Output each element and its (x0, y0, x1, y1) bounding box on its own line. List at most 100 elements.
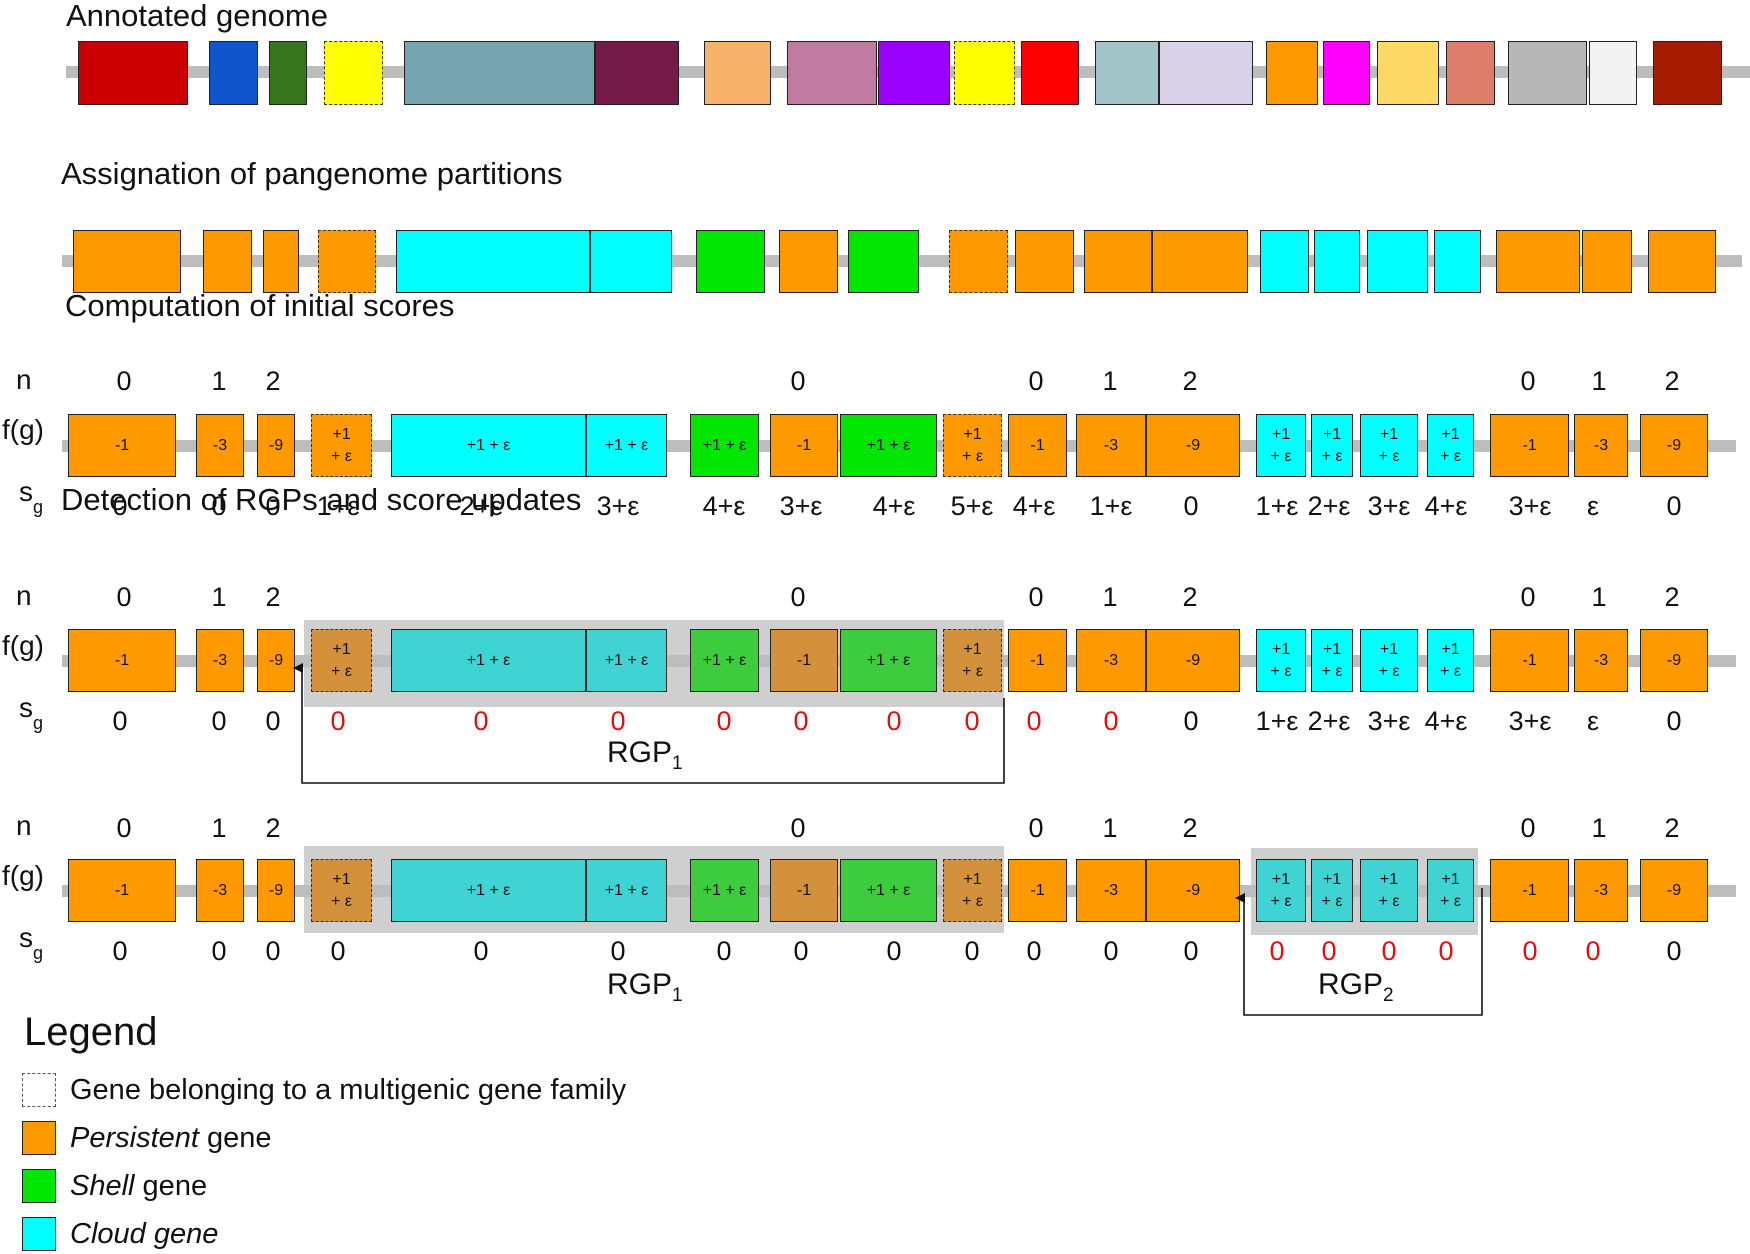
score-gene-initial-9: +1 + ε (840, 414, 937, 477)
n-label-initial-5: 0 (1028, 366, 1044, 396)
fg-row-label-initial: f(g) (2, 414, 44, 445)
annotated-gene-7 (704, 41, 771, 105)
score-initial-9: 4+ε (872, 491, 916, 521)
legend-persistent-swatch (22, 1121, 56, 1155)
score-initial-19: ε (1586, 491, 1600, 521)
n-label-rgp2-10: 2 (1664, 813, 1680, 843)
score-rgp2-18: 0 (1522, 936, 1538, 966)
score-gene-rgp1-9: +1 + ε (840, 629, 937, 692)
score-rgp2-14: 0 (1269, 936, 1285, 966)
score-gene-initial-12: -3 (1076, 414, 1146, 477)
score-gene-initial-1: -1 (68, 414, 176, 477)
score-gene-initial-15: +1 + ε (1311, 414, 1353, 477)
n-row-label-initial: n (16, 364, 32, 395)
score-rgp2-19: 0 (1585, 936, 1601, 966)
partition-gene-13 (1152, 230, 1248, 293)
score-gene-initial-13: -9 (1146, 414, 1240, 477)
score-gene-rgp1-4: +1 + ε (311, 629, 372, 692)
n-label-rgp2-1: 0 (116, 813, 132, 843)
score-initial-4: 1+ε (316, 491, 360, 521)
score-initial-12: 1+ε (1089, 491, 1133, 521)
annotated-gene-18 (1508, 41, 1587, 105)
n-label-rgp1-2: 1 (211, 582, 227, 612)
score-rgp2-17: 0 (1438, 936, 1454, 966)
annotated-gene-12 (1095, 41, 1159, 105)
n-label-initial-6: 1 (1102, 366, 1118, 396)
score-gene-initial-2: -3 (196, 414, 244, 477)
n-label-rgp1-3: 2 (265, 582, 281, 612)
score-gene-rgp2-3: -9 (257, 859, 295, 922)
score-rgp2-7: 0 (716, 936, 732, 966)
score-initial-17: 4+ε (1424, 491, 1468, 521)
score-gene-initial-16: +1 + ε (1360, 414, 1418, 477)
rgp2-bracket (1235, 888, 1483, 1016)
n-label-rgp1-4: 0 (790, 582, 806, 612)
annotated-gene-4 (324, 41, 383, 105)
score-rgp1-8: 0 (793, 706, 809, 736)
score-gene-rgp1-13: -9 (1146, 629, 1240, 692)
score-rgp1-15: 2+ε (1307, 706, 1351, 736)
score-gene-rgp2-6: +1 + ε (586, 859, 667, 922)
score-gene-rgp2-11: -1 (1008, 859, 1067, 922)
score-rgp2-4: 0 (330, 936, 346, 966)
score-gene-initial-5: +1 + ε (391, 414, 586, 477)
score-rgp1-5: 0 (473, 706, 489, 736)
rgp1-bracket (293, 663, 1005, 784)
annotated-gene-14 (1266, 41, 1318, 105)
annotated-gene-9 (878, 41, 950, 105)
score-initial-20: 0 (1666, 491, 1682, 521)
partition-gene-1 (73, 230, 181, 293)
score-rgp1-12: 0 (1103, 706, 1119, 736)
partition-gene-20 (1648, 230, 1716, 293)
score-initial-14: 1+ε (1255, 491, 1299, 521)
score-rgp1-16: 3+ε (1367, 706, 1411, 736)
n-label-rgp1-9: 1 (1591, 582, 1607, 612)
n-label-initial-2: 1 (211, 366, 227, 396)
score-gene-rgp2-10: +1 + ε (943, 859, 1002, 922)
score-gene-rgp1-3: -9 (257, 629, 295, 692)
fg-row-label-rgp2: f(g) (2, 860, 44, 891)
annotated-gene-15 (1323, 41, 1370, 105)
annotated-gene-6 (595, 41, 679, 105)
score-initial-3: 0 (265, 491, 281, 521)
partition-gene-15 (1314, 230, 1360, 293)
score-gene-rgp1-12: -3 (1076, 629, 1146, 692)
legend-multigenic-text: Gene belonging to a multigenic gene fami… (70, 1074, 627, 1106)
score-rgp2-12: 0 (1103, 936, 1119, 966)
score-gene-rgp1-20: -9 (1640, 629, 1708, 692)
n-label-initial-1: 0 (116, 366, 132, 396)
score-initial-6: 3+ε (596, 491, 640, 521)
partition-gene-19 (1582, 230, 1632, 293)
partition-gene-16 (1367, 230, 1428, 293)
score-initial-1: 0 (112, 491, 128, 521)
n-label-rgp2-5: 0 (1028, 813, 1044, 843)
annotated-gene-19 (1589, 41, 1637, 105)
n-row-label-rgp2: n (16, 810, 32, 841)
score-initial-5: 2+ε (459, 491, 503, 521)
score-rgp2-15: 0 (1321, 936, 1337, 966)
score-initial-13: 0 (1183, 491, 1199, 521)
score-gene-initial-8: -1 (770, 414, 838, 477)
score-rgp1-2: 0 (211, 706, 227, 736)
annotated-gene-2 (209, 41, 258, 105)
annotated-gene-11 (1021, 41, 1079, 105)
partition-gene-9 (848, 230, 919, 293)
rgp1-label-first: RGP1 (607, 736, 683, 774)
n-label-initial-10: 2 (1664, 366, 1680, 396)
partition-gene-10 (949, 230, 1008, 293)
score-initial-10: 5+ε (950, 491, 994, 521)
score-gene-rgp1-2: -3 (196, 629, 244, 692)
score-gene-initial-10: +1 + ε (943, 414, 1002, 477)
partition-gene-18 (1496, 230, 1580, 293)
annotated-gene-16 (1377, 41, 1439, 105)
fg-row-label-rgp1: f(g) (2, 630, 44, 661)
n-label-rgp1-8: 0 (1520, 582, 1536, 612)
n-label-initial-9: 1 (1591, 366, 1607, 396)
score-rgp1-11: 0 (1026, 706, 1042, 736)
score-gene-rgp2-5: +1 + ε (391, 859, 586, 922)
n-label-initial-4: 0 (790, 366, 806, 396)
annotated-gene-3 (269, 41, 307, 105)
annotated-gene-10 (954, 41, 1015, 105)
score-gene-initial-4: +1 + ε (311, 414, 372, 477)
score-gene-rgp2-15: +1 + ε (1311, 859, 1353, 922)
